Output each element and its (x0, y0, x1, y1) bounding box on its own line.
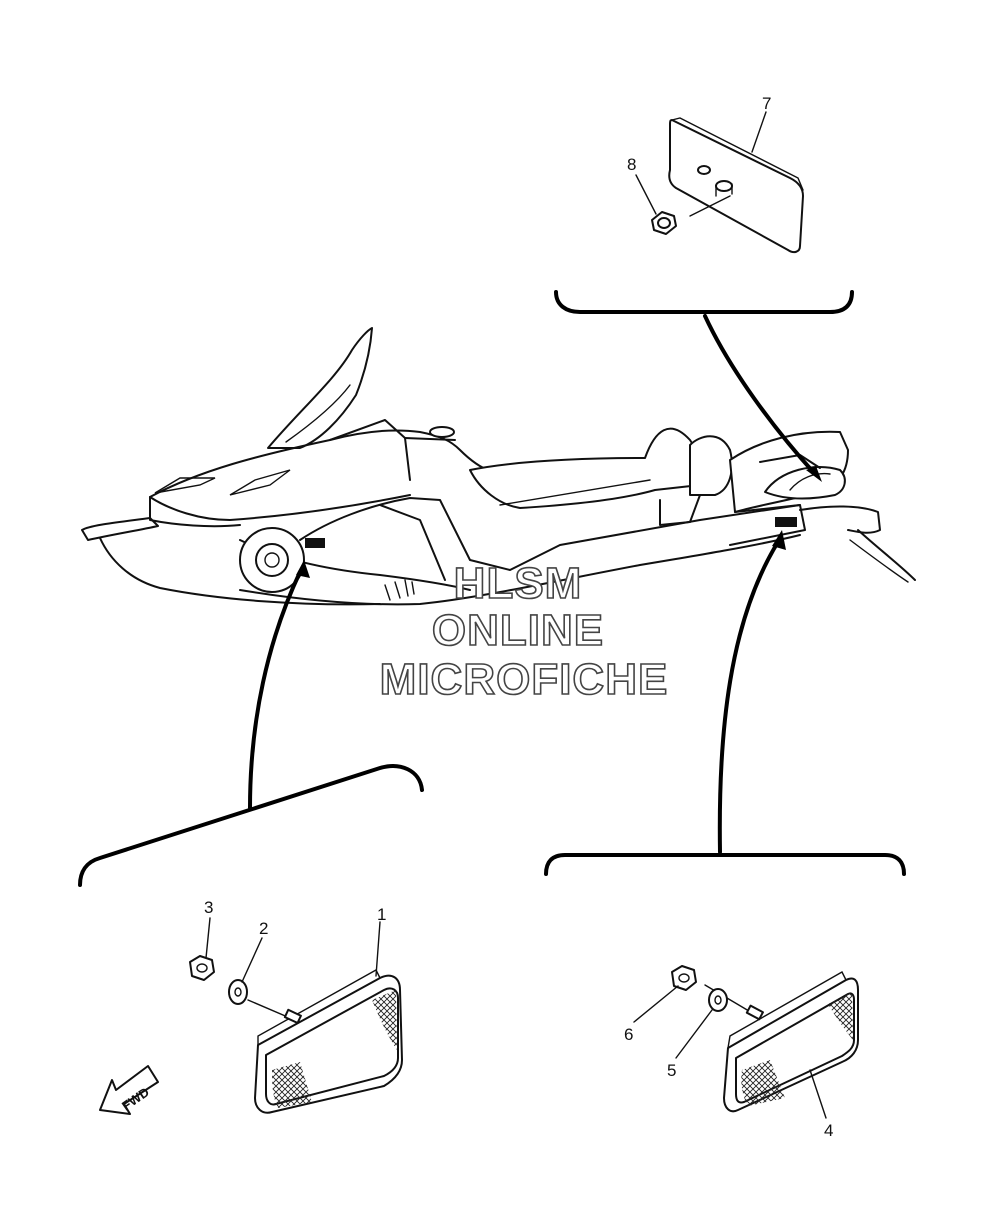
side-panel (299, 497, 801, 571)
detail-frame-rear-upper: 7 8 (554, 94, 854, 482)
part-3-nut (189, 955, 215, 981)
callout-1: 1 (377, 905, 386, 924)
backrest (689, 435, 733, 496)
detail-frame-front: 1 2 3 FWD (78, 560, 424, 1115)
lower-hull (239, 534, 801, 606)
detail-frame-rear-lower: 6 5 4 (544, 530, 906, 1140)
taillight (764, 466, 846, 500)
part-1-reflector (254, 969, 403, 1114)
part-2-washer (228, 979, 248, 1005)
fwd-arrow-icon: FWD (99, 1065, 159, 1115)
seat (469, 427, 703, 509)
snowmobile-illustration (81, 327, 916, 606)
watermark-line-3: MICROFICHE (380, 655, 669, 704)
watermark: HLSM ONLINE MICROFICHE (379, 558, 669, 705)
callout-6: 6 (624, 1025, 633, 1044)
part-5-washer (708, 988, 728, 1012)
callout-3: 3 (204, 898, 213, 917)
part-4-reflector (723, 971, 859, 1113)
callout-2: 2 (259, 919, 268, 938)
front-wheel-inner (255, 543, 289, 577)
callout-7: 7 (762, 94, 771, 113)
gas-cap (429, 426, 455, 438)
part-6-nut (671, 965, 697, 991)
part-7-plate (668, 119, 804, 254)
front-reflector-location (305, 538, 325, 548)
callout-5: 5 (667, 1061, 676, 1080)
watermark-line-1: HLSM (454, 559, 583, 608)
rear-reflector-location (775, 517, 797, 527)
front-bumper (81, 517, 159, 541)
callout-8: 8 (627, 155, 636, 174)
windshield (267, 327, 373, 449)
callout-4: 4 (824, 1121, 833, 1140)
watermark-line-2: ONLINE (432, 606, 604, 655)
